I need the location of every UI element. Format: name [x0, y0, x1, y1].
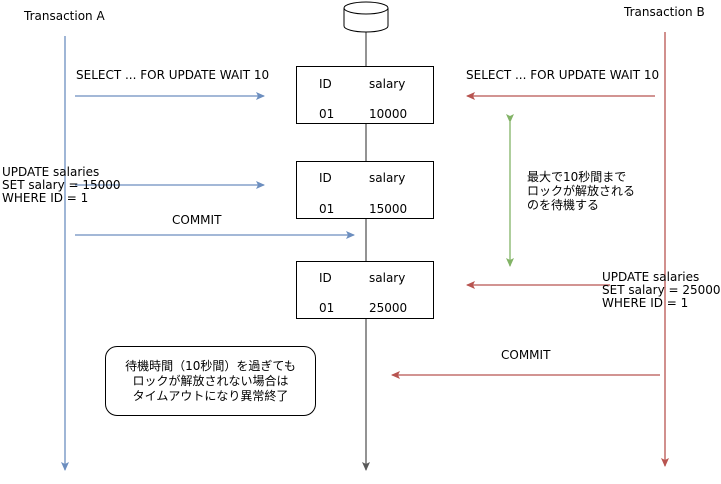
- a-commit-label: COMMIT: [172, 213, 222, 227]
- table-header-salary: salary: [369, 171, 406, 185]
- table-cell-salary: 25000: [369, 301, 408, 315]
- salary-table-2: ID salary 01 15000: [296, 161, 434, 219]
- a-update-label: UPDATE salaries SET salary = 15000 WHERE…: [2, 165, 121, 205]
- table-cell-salary: 10000: [369, 107, 408, 121]
- table-header-id: ID: [319, 271, 332, 285]
- wait-note: 最大で10秒間まで ロックが解放される のを待機する: [527, 170, 636, 212]
- table-cell-id: 01: [319, 202, 335, 216]
- b-select-label: SELECT ... FOR UPDATE WAIT 10: [466, 68, 660, 82]
- transaction-b-label: Transaction B: [624, 5, 705, 19]
- b-update-label: UPDATE salaries SET salary = 25000 WHERE…: [602, 270, 721, 310]
- table-header-salary: salary: [369, 271, 406, 285]
- table-header-salary: salary: [369, 77, 406, 91]
- salary-table-1: ID salary 01 10000: [296, 66, 434, 124]
- transaction-a-label: Transaction A: [24, 9, 105, 23]
- salary-table-3: ID salary 01 25000: [296, 261, 434, 319]
- table-cell-salary: 15000: [369, 202, 408, 216]
- table-cell-id: 01: [319, 107, 335, 121]
- a-select-label: SELECT ... FOR UPDATE WAIT 10: [76, 68, 270, 82]
- table-header-id: ID: [319, 77, 332, 91]
- timeout-note: 待機時間（10秒間）を過ぎても ロックが解放されない場合は タイムアウトになり異…: [105, 346, 316, 416]
- table-header-id: ID: [319, 171, 332, 185]
- database-icon: [343, 1, 389, 33]
- b-commit-label: COMMIT: [501, 348, 551, 362]
- table-cell-id: 01: [319, 301, 335, 315]
